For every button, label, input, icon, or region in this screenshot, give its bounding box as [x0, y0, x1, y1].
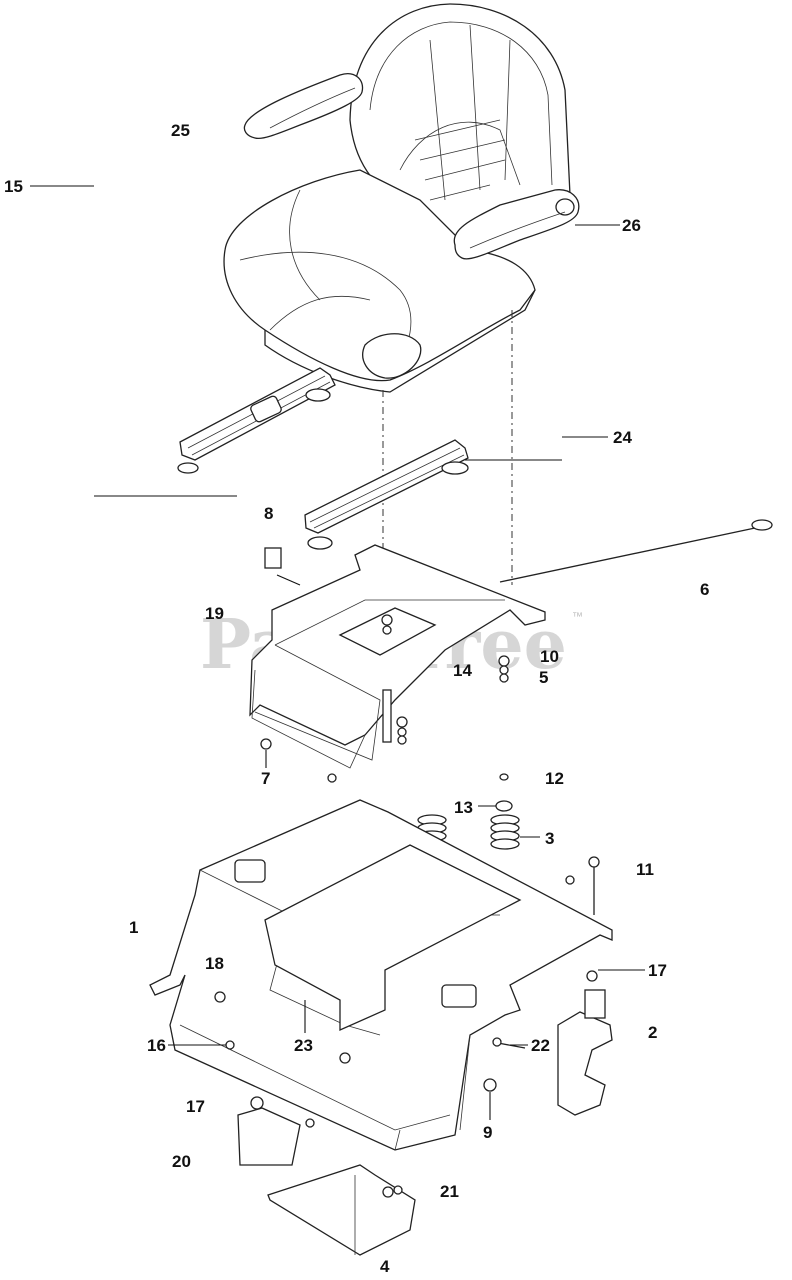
label-17-left: 17: [186, 1097, 205, 1116]
label-22: 22: [531, 1036, 550, 1055]
part-labels: 25 15 26 24 8 6 19 10 14 5 7 12 13 3 11 …: [4, 121, 709, 1276]
hardware-stack: [260, 614, 510, 783]
label-4: 4: [380, 1257, 390, 1276]
label-9: 9: [483, 1123, 492, 1142]
label-19: 19: [205, 604, 224, 623]
label-1: 1: [129, 918, 138, 937]
label-26: 26: [622, 216, 641, 235]
label-24: 24: [613, 428, 632, 447]
label-16: 16: [147, 1036, 166, 1055]
label-6: 6: [700, 580, 709, 599]
seat-rod: [499, 519, 773, 583]
label-18: 18: [205, 954, 224, 973]
label-11: 11: [636, 860, 654, 879]
seat-assembly: [223, 3, 580, 393]
label-7: 7: [261, 769, 270, 788]
label-14: 14: [453, 661, 472, 680]
label-3: 3: [545, 829, 554, 848]
lower-bracket: [237, 1096, 315, 1166]
label-20: 20: [172, 1152, 191, 1171]
label-10: 10: [540, 647, 559, 666]
label-8: 8: [264, 504, 273, 523]
label-17-right: 17: [648, 961, 667, 980]
label-21: 21: [440, 1182, 459, 1201]
seat-slide-rails: [177, 367, 469, 550]
label-5: 5: [539, 668, 548, 687]
bracket: [557, 970, 613, 1116]
label-12: 12: [545, 769, 564, 788]
bolts: [483, 856, 600, 1092]
label-2: 2: [648, 1023, 657, 1042]
label-13: 13: [454, 798, 473, 817]
watermark-trademark: ™: [572, 611, 583, 623]
leader-lines: [30, 185, 645, 1120]
main-frame: [149, 799, 613, 1151]
label-23: 23: [294, 1036, 313, 1055]
label-15: 15: [4, 177, 23, 196]
base-mount: [267, 1164, 416, 1256]
label-25: 25: [171, 121, 190, 140]
